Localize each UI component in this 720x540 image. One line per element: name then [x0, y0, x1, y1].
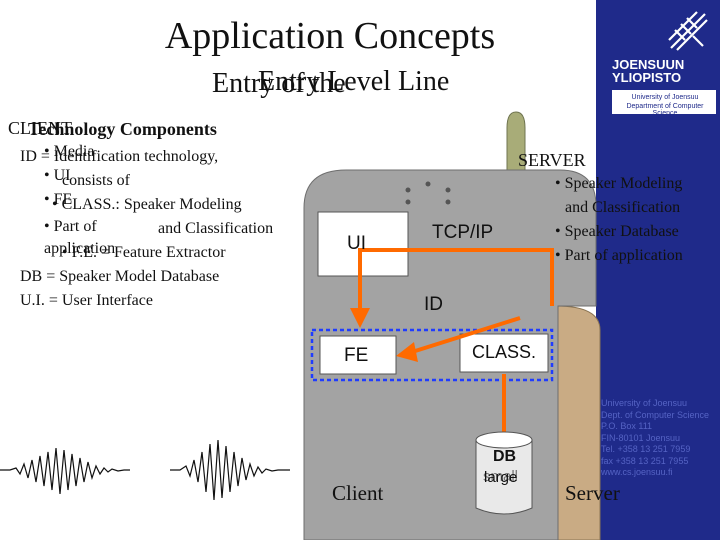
and-classification-text: and Classification	[158, 220, 274, 237]
tcp-arrow-head	[350, 308, 370, 328]
server-item-database: • Speaker Database	[555, 223, 679, 240]
id-arrow-head	[396, 342, 418, 362]
fe-definition: • F.E. = Feature Extractor	[62, 244, 226, 261]
client-heading: CLIENT	[8, 118, 72, 138]
fe-box	[319, 335, 397, 375]
class-box	[459, 333, 549, 373]
ui-definition: U.I. = User Interface	[20, 292, 153, 309]
university-label-line2: Department of Computer Science	[626, 103, 704, 117]
tcpip-label: TCP/IP	[432, 222, 494, 243]
subtitle-a: Entry of the	[212, 68, 346, 99]
contact-line: Dept. of Computer Science	[601, 409, 710, 420]
ui-item: • UI	[44, 167, 71, 184]
client-label: Client	[332, 481, 384, 505]
university-logo-icon	[668, 11, 708, 51]
contact-line: P.O. Box 111	[601, 421, 653, 431]
university-name: JOENSUUN YLIOPISTO	[612, 58, 716, 84]
speaker-dot	[445, 187, 451, 193]
contact-line: www.cs.joensuu.fi	[601, 467, 673, 477]
server-label: Server	[565, 481, 620, 505]
speech-waveform	[0, 447, 130, 495]
server-item-classification: and Classification	[565, 199, 681, 216]
technology-heading: Technology Components	[28, 119, 217, 139]
fe-item: • FE	[44, 191, 73, 208]
speaker-dot	[405, 187, 411, 193]
speaker-dot	[445, 199, 451, 205]
class-definition: • CLASS.: Speaker Modeling	[52, 196, 242, 213]
contact-line: fax +358 13 251 7955	[601, 455, 689, 466]
class-label: CLASS.	[472, 342, 537, 362]
db-size-small: small	[483, 468, 519, 485]
db-definition: DB = Speaker Model Database	[20, 268, 220, 285]
part-of-item: • Part of	[44, 218, 97, 235]
consists-text: consists of	[62, 172, 130, 189]
client-boundary	[310, 328, 554, 382]
tcp-arrow-line	[358, 248, 554, 308]
db-size-large: large	[484, 469, 518, 486]
ui-label: UI	[347, 233, 366, 254]
contact-line: FIN-80101 Joensuu	[601, 432, 681, 443]
page-title: Application Concepts	[164, 15, 496, 57]
application-text: application	[44, 240, 116, 257]
contact-line: University of Joensuu	[601, 398, 688, 408]
id-label: ID	[424, 294, 443, 315]
university-label-box: University of Joensuu Department of Comp…	[612, 90, 716, 117]
contact-line: Tel. +358 13 251 7959	[601, 444, 691, 454]
server-item-application: • Part of application	[555, 247, 683, 264]
server-heading: SERVER	[518, 150, 586, 170]
speech-waveform	[170, 439, 290, 501]
id-arrow-line	[411, 316, 521, 354]
db-label: DB	[493, 448, 517, 465]
speaker-dot	[405, 199, 411, 205]
university-label-line1: University of Joensuu	[631, 94, 699, 101]
speaker-dot	[425, 181, 431, 187]
antenna-shape	[506, 111, 526, 179]
id-definition: ID = Identification technology,	[20, 148, 219, 165]
db-cylinder	[475, 431, 533, 515]
server-item-modeling: • Speaker Modeling	[555, 175, 683, 192]
contact-info: University of Joensuu Dept. of Computer …	[601, 398, 719, 479]
fe-label: FE	[344, 345, 369, 366]
university-name-line2: YLIOPISTO	[612, 70, 682, 85]
media-item: • Media	[44, 143, 95, 160]
university-name-line1: JOENSUUN	[612, 57, 685, 72]
subtitle-b: Entry Level Line	[258, 66, 450, 97]
ui-box	[317, 211, 409, 277]
